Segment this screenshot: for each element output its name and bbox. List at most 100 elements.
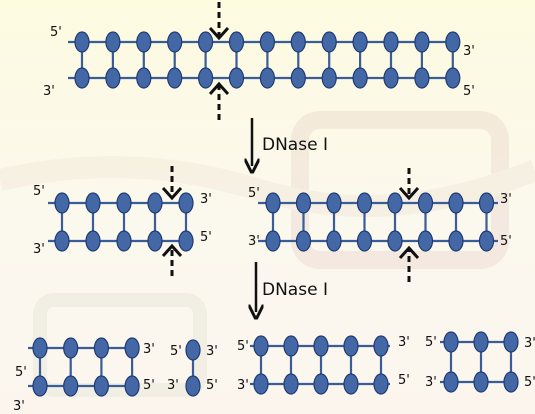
nucleotide-bead (93, 337, 110, 359)
label-3prime: 3' (398, 335, 410, 350)
nucleotide-bead (105, 67, 121, 89)
nucleotide-bead (167, 67, 183, 89)
nucleotide-bead (124, 375, 140, 397)
nucleotide-bead (178, 192, 194, 214)
nucleotide-bead (343, 335, 359, 357)
enzyme-label-2: DNase I (262, 280, 328, 300)
nucleotide-bead (124, 337, 140, 359)
nucleotide-bead (417, 230, 434, 252)
label-3prime: 3' (143, 342, 155, 357)
nucleotide-bead (414, 31, 430, 53)
label-3prime: 3' (248, 234, 260, 249)
cut-arrow-head (208, 26, 230, 41)
nucleotide-bead (356, 192, 373, 214)
nucleotide-bead (445, 31, 461, 53)
nucleotide-bead (343, 373, 359, 395)
cut-arrow-head (398, 186, 420, 201)
nucleotide-bead (85, 230, 101, 252)
nucleotide-bead (295, 192, 312, 214)
label-3prime: 3' (33, 242, 45, 257)
nucleotide-bead (63, 375, 79, 397)
label-5prime: 5' (398, 373, 410, 388)
nucleotide-bead (478, 230, 495, 252)
label-5prime: 5' (524, 375, 535, 390)
nucleotide-bead (136, 67, 152, 89)
nucleotide-bead (373, 335, 389, 357)
nucleotide-bead (326, 230, 342, 252)
nucleotide-bead (478, 192, 495, 214)
piece-4 (440, 331, 519, 393)
nucleotide-bead (63, 337, 79, 359)
nucleotide-bead (473, 331, 489, 353)
nucleotide-bead (383, 67, 399, 89)
cut-arrow-head (161, 186, 183, 201)
nucleotide-bead (136, 31, 152, 53)
nucleotide-bead (147, 192, 163, 214)
nucleotide-bead (295, 230, 312, 252)
nucleotide-bead (313, 373, 329, 395)
label-5prime: 5' (237, 339, 249, 354)
nucleotide-bead (167, 31, 183, 53)
nucleotide-bead (147, 230, 163, 252)
nucleotide-bead (290, 31, 306, 53)
nucleotide-bead (185, 375, 201, 397)
nucleotide-bead (85, 192, 101, 214)
cut-arrow-head (161, 243, 183, 258)
label-3prime: 3' (425, 375, 437, 390)
label-3prime: 3' (500, 192, 512, 207)
nucleotide-bead (74, 67, 90, 89)
nucleotide-bead (93, 375, 110, 397)
nucleotide-bead (443, 371, 459, 393)
nucleotide-bead (387, 192, 403, 214)
nucleotide-bead (259, 31, 275, 53)
label-5prime: 5' (248, 186, 260, 201)
nucleotide-bead (259, 67, 275, 89)
nucleotide-bead (32, 375, 48, 397)
label-3prime: 3' (237, 378, 249, 393)
nucleotide-bead (313, 335, 329, 357)
label-3prime: 3' (43, 84, 55, 99)
label-5prime: 5' (15, 365, 27, 380)
full-dna (68, 31, 461, 89)
nucleotide-bead (290, 67, 306, 89)
nucleotide-bead (105, 31, 121, 53)
nucleotide-bead (116, 230, 132, 252)
nucleotide-bead (352, 31, 368, 53)
strand-labels: 5' 3' 3' 5' 5' 3' 3' 5' 5' 3' 3' 5' 3' 5… (13, 25, 535, 414)
nucleotide-bead (352, 67, 368, 89)
label-5prime: 5' (425, 335, 437, 350)
nucleotide-bead (54, 192, 70, 214)
label-3prime: 3' (206, 344, 218, 359)
nucleotide-bead (387, 230, 403, 252)
label-3prime: 3' (200, 192, 212, 207)
nucleotide-bead (253, 373, 269, 395)
nucleotide-bead (473, 371, 489, 393)
nucleotide-bead (178, 230, 194, 252)
nucleotide-bead (198, 31, 214, 53)
nucleotide-bead (356, 230, 373, 252)
nucleotide-bead (228, 67, 245, 89)
label-5prime: 5' (50, 25, 62, 40)
label-3prime: 3' (167, 378, 179, 393)
nucleotide-bead (228, 31, 245, 53)
nucleotide-bead (414, 67, 430, 89)
label-5prime: 5' (206, 378, 218, 393)
nucleotide-bead (116, 192, 132, 214)
nucleotide-bead (326, 192, 342, 214)
nucleotide-bead (185, 339, 201, 361)
label-3prime: 3' (524, 336, 535, 351)
nucleotide-bead (445, 67, 461, 89)
piece-3 (250, 335, 390, 395)
frag-a (48, 192, 194, 252)
nucleotide-bead (443, 331, 459, 353)
nucleotide-bead (253, 335, 269, 357)
nucleotide-bead (198, 67, 214, 89)
label-3prime: 3' (13, 399, 25, 414)
label-5prime: 5' (500, 234, 512, 249)
nucleotide-bead (54, 230, 70, 252)
frag-b (258, 192, 498, 252)
label-5prime: 5' (33, 184, 45, 199)
label-5prime: 5' (200, 230, 212, 245)
label-5prime: 5' (170, 344, 182, 359)
